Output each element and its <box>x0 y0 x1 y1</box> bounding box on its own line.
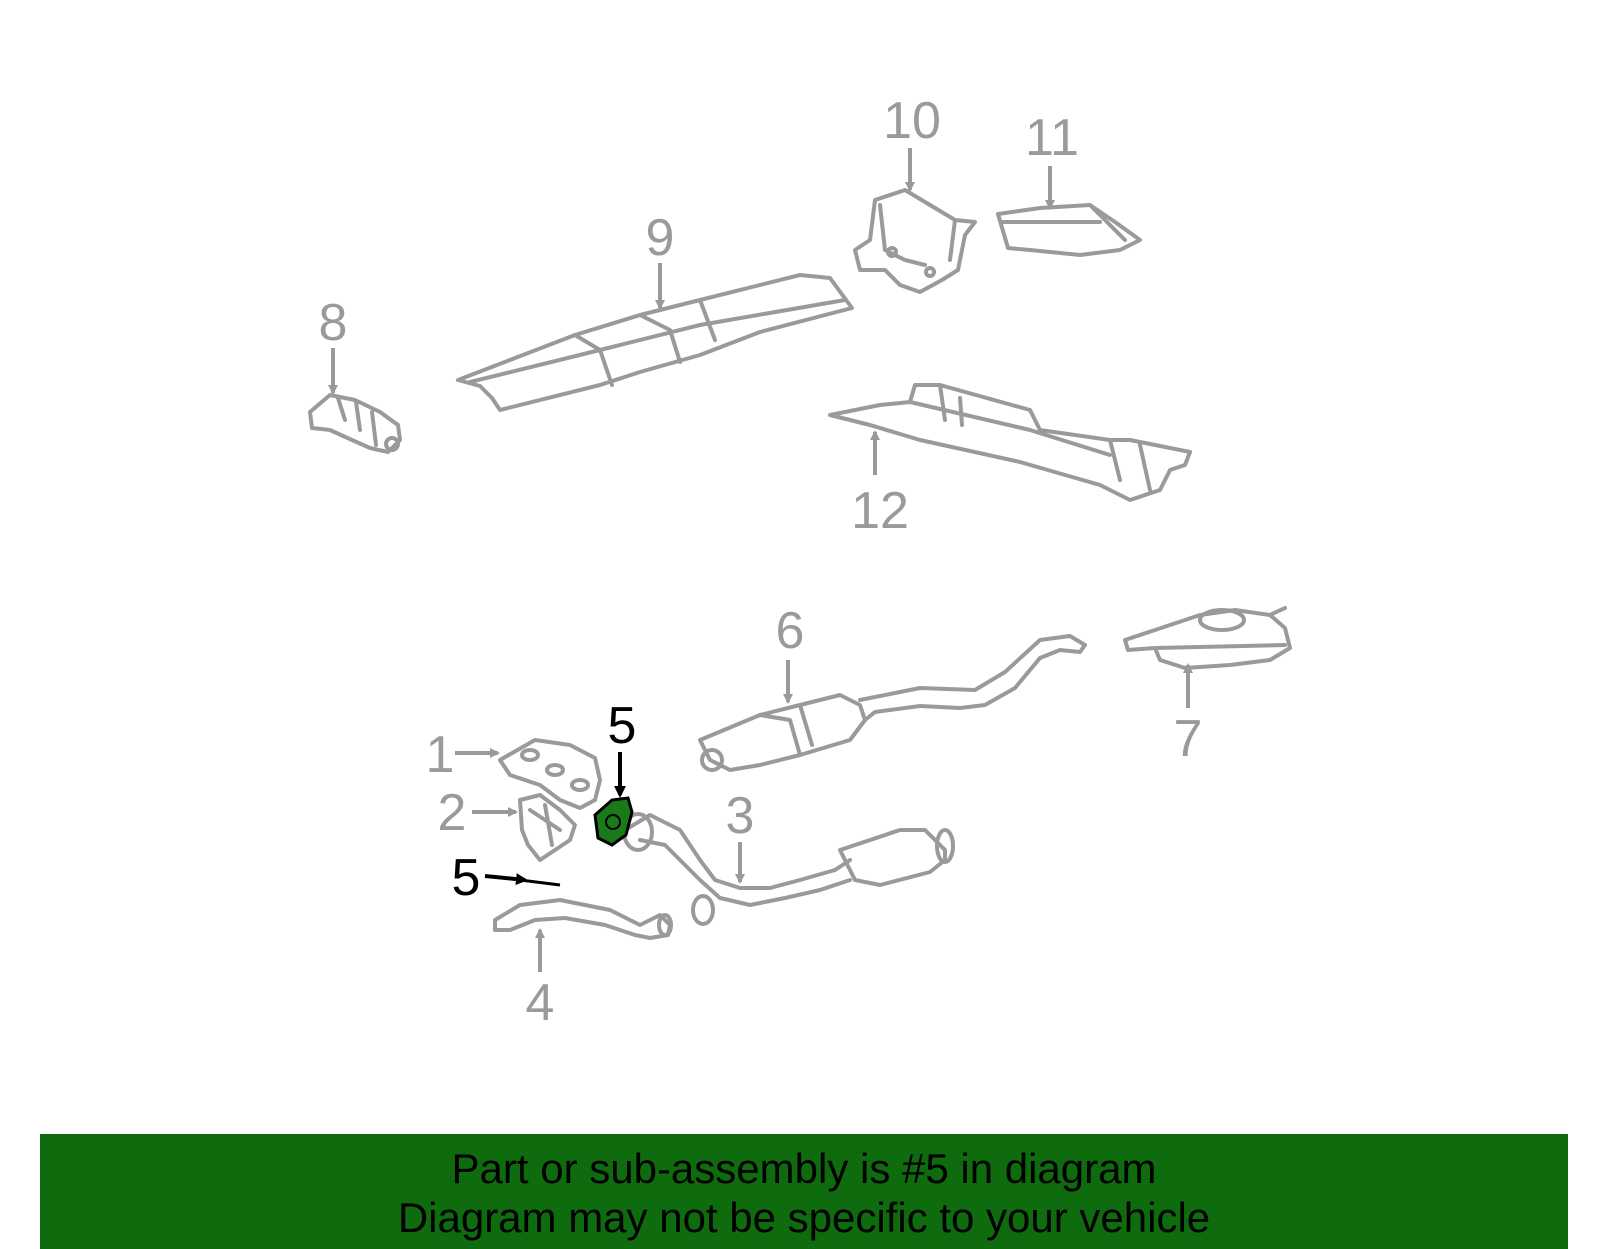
caption-banner: Part or sub-assembly is #5 in diagram Di… <box>40 1134 1568 1249</box>
callout-arrows <box>328 148 1193 972</box>
callout-6: 6 <box>776 602 805 660</box>
part-6-resonator-pipe <box>698 634 1087 772</box>
callout-5-upper: 5 <box>608 697 637 755</box>
caption-line-2: Diagram may not be specific to your vehi… <box>397 1194 1211 1241</box>
callout-2: 2 <box>438 784 467 842</box>
callout-1: 1 <box>426 726 455 784</box>
part-11-heat-shield <box>996 203 1142 257</box>
part-1-manifold-gasket <box>498 738 602 810</box>
part-7-muffler <box>1123 606 1292 670</box>
part-2-exhaust-manifold <box>518 793 577 862</box>
callout-10: 10 <box>883 92 941 150</box>
callout-labels: 8 9 10 11 12 6 7 1 2 3 4 5 5 <box>319 92 1203 1032</box>
part-12-underbody-shield <box>828 383 1192 502</box>
callout-12: 12 <box>851 482 909 540</box>
part-8-hanger-bracket <box>308 393 402 454</box>
callout-4: 4 <box>526 974 555 1032</box>
callout-3: 3 <box>726 787 755 845</box>
callout-7: 7 <box>1174 710 1203 768</box>
part-5-gasket-highlighted <box>593 796 634 847</box>
caption-line-1: Part or sub-assembly is #5 in diagram <box>451 1145 1157 1192</box>
callout-9: 9 <box>646 209 675 267</box>
callout-11: 11 <box>1025 109 1079 167</box>
part-10-heat-shield <box>853 188 977 294</box>
callout-5-lower: 5 <box>452 849 481 907</box>
part-4-crossover-pipe <box>493 898 673 940</box>
callout-8: 8 <box>319 294 348 352</box>
part-3-catalytic-pipe <box>622 812 955 926</box>
part-9-heat-shield <box>456 273 854 412</box>
part-5b-gasket-line <box>519 878 561 887</box>
